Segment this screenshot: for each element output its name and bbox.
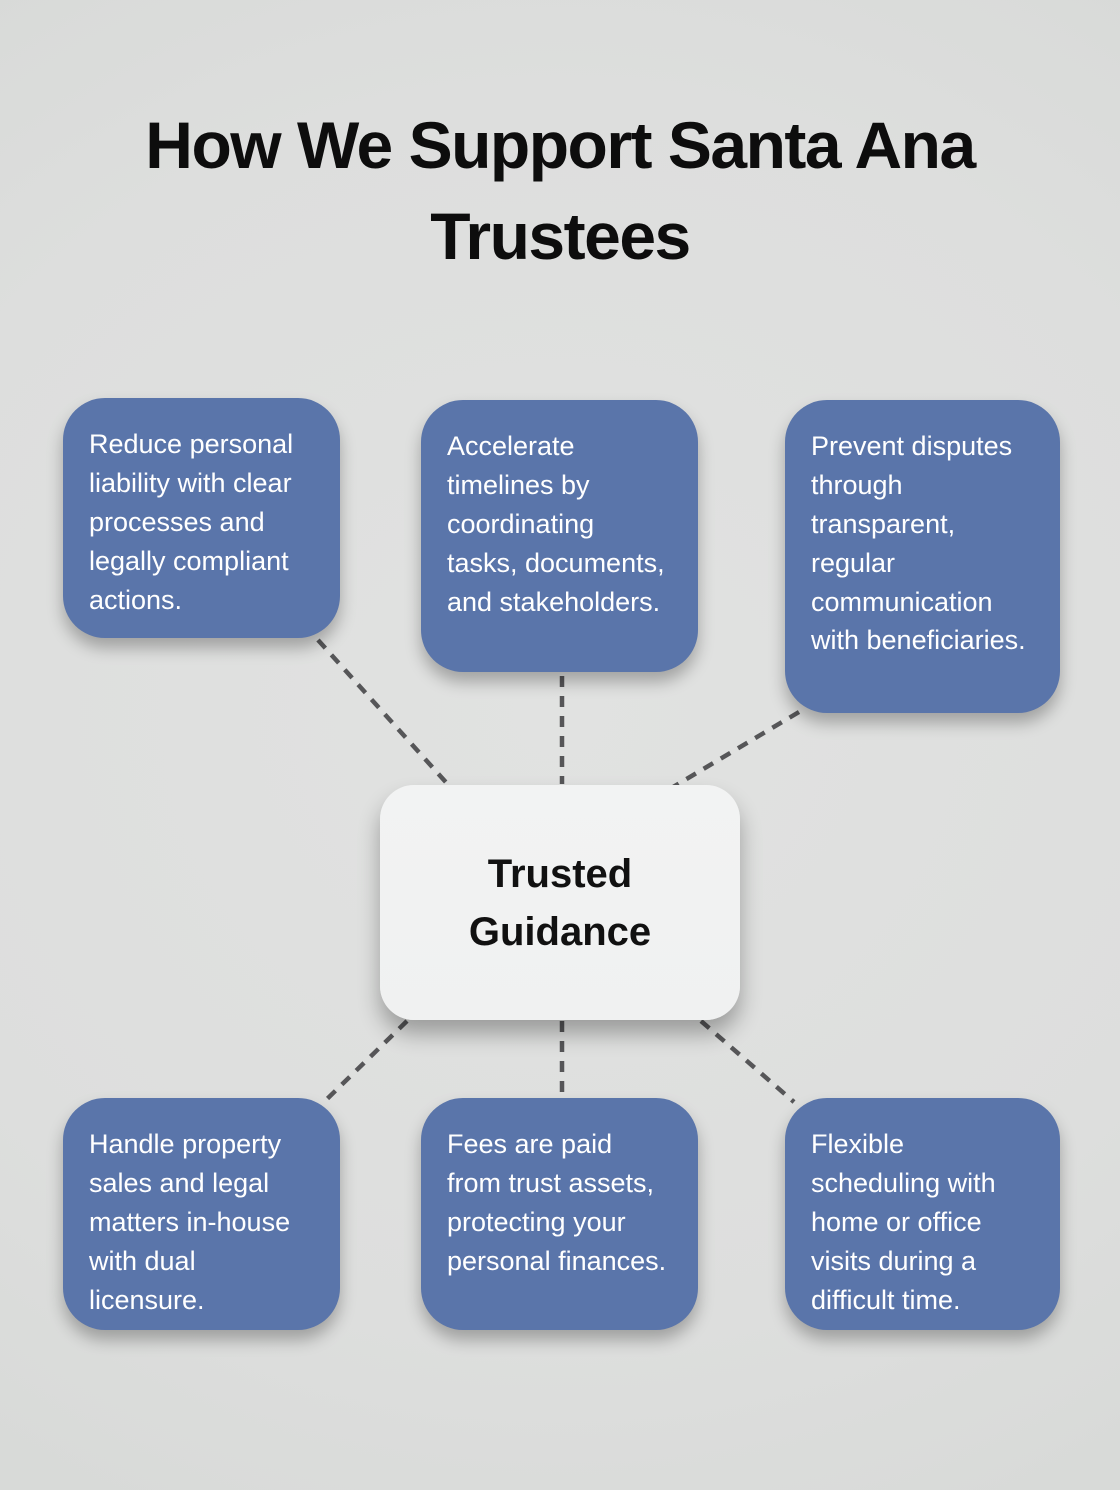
benefit-node-flexible-scheduling: Flexible scheduling with home or office … (785, 1098, 1060, 1330)
benefit-node-prevent-disputes: Prevent disputes through transparent, re… (785, 400, 1060, 713)
center-node-label: Trusted Guidance (468, 851, 652, 954)
benefit-text: Fees are paid from trust assets, protect… (447, 1129, 667, 1276)
benefit-text: Reduce personal liability with clear pro… (89, 429, 294, 615)
benefit-text: Handle property sales and legal matters … (89, 1129, 291, 1315)
connector-top-right (666, 710, 801, 792)
connector-bottom-left (324, 1019, 409, 1102)
benefit-node-accelerate-timelines: Accelerate timelines by coordinating tas… (421, 400, 698, 672)
benefit-text: Flexible scheduling with home or office … (811, 1129, 996, 1315)
center-node-trusted-guidance: Trusted Guidance (380, 785, 740, 1020)
connector-bottom-right (699, 1019, 796, 1104)
diagram-title: How We Support Santa Ana Trustees (145, 108, 976, 274)
benefit-text: Accelerate timelines by coordinating tas… (447, 431, 665, 617)
connector-top-left (316, 638, 454, 791)
benefit-node-reduce-liability: Reduce personal liability with clear pro… (63, 398, 340, 638)
benefit-node-property-sales: Handle property sales and legal matters … (63, 1098, 340, 1330)
benefit-text: Prevent disputes through transparent, re… (811, 431, 1026, 656)
benefit-node-fees-from-trust: Fees are paid from trust assets, protect… (421, 1098, 698, 1330)
